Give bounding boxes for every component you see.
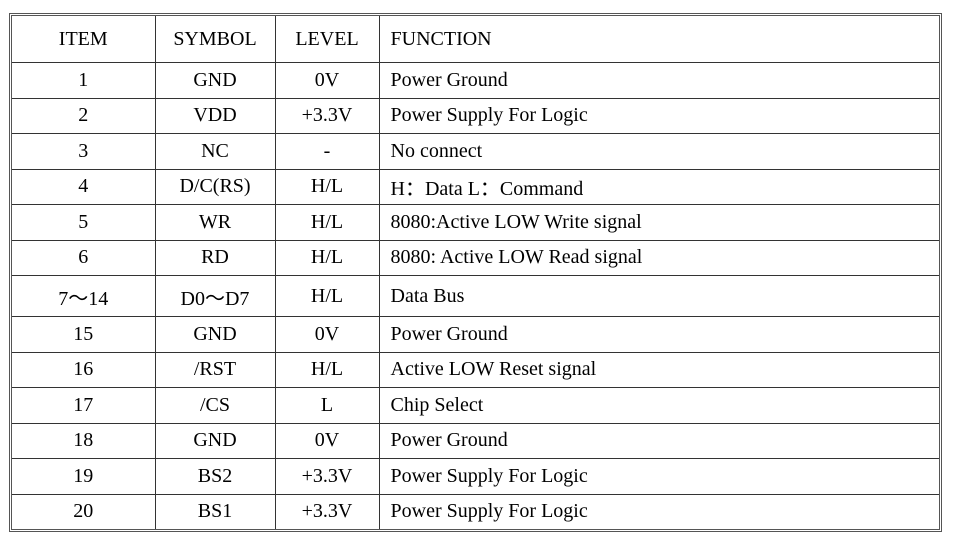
cell-function: Power Supply For Logic (378, 458, 939, 495)
cell-item: 17 (12, 387, 156, 424)
cell-item: 18 (12, 422, 156, 459)
cell-symbol: GND (154, 62, 276, 99)
cell-function: 8080: Active LOW Read signal (378, 239, 939, 276)
cell-symbol: /CS (154, 387, 276, 424)
cell-function: Active LOW Reset signal (378, 351, 939, 388)
cell-item: 4 (12, 168, 156, 205)
cell-symbol: BS1 (154, 493, 276, 529)
cell-function: Chip Select (378, 387, 939, 424)
cell-level: 0V (274, 62, 380, 99)
cell-item: 20 (12, 493, 156, 529)
header-item: ITEM (12, 16, 156, 63)
cell-item: 16 (12, 351, 156, 388)
cell-function: Power Supply For Logic (378, 97, 939, 134)
cell-item: 5 (12, 204, 156, 241)
cell-function: Power Ground (378, 316, 939, 353)
cell-function: Data Bus (378, 275, 939, 317)
header-row: ITEM SYMBOL LEVEL FUNCTION (12, 16, 939, 63)
cell-item: 3 (12, 133, 156, 170)
cell-level: H/L (274, 168, 380, 205)
cell-item: 6 (12, 239, 156, 276)
cell-function: Power Ground (378, 422, 939, 459)
header-symbol: SYMBOL (154, 16, 276, 63)
cell-symbol: WR (154, 204, 276, 241)
cell-symbol: GND (154, 316, 276, 353)
cell-function: Power Supply For Logic (378, 493, 939, 529)
cell-symbol: BS2 (154, 458, 276, 495)
cell-level: H/L (274, 275, 380, 317)
cell-item: 7～14 (12, 275, 156, 317)
cell-level: 0V (274, 316, 380, 353)
cell-function: No connect (378, 133, 939, 170)
cell-symbol: D/C(RS) (154, 168, 276, 205)
cell-level: H/L (274, 204, 380, 241)
cell-symbol: /RST (154, 351, 276, 388)
cell-level: +3.3V (274, 458, 380, 495)
cell-level: H/L (274, 239, 380, 276)
cell-item: 1 (12, 62, 156, 99)
cell-symbol: RD (154, 239, 276, 276)
cell-item: 15 (12, 316, 156, 353)
cell-level: - (274, 133, 380, 170)
cell-level: H/L (274, 351, 380, 388)
cell-symbol: GND (154, 422, 276, 459)
cell-level: +3.3V (274, 493, 380, 529)
cell-symbol: VDD (154, 97, 276, 134)
cell-symbol: NC (154, 133, 276, 170)
cell-item: 2 (12, 97, 156, 134)
cell-level: L (274, 387, 380, 424)
header-function: FUNCTION (378, 16, 939, 63)
cell-function: Power Ground (378, 62, 939, 99)
cell-level: 0V (274, 422, 380, 459)
cell-function: 8080:Active LOW Write signal (378, 204, 939, 241)
cell-level: +3.3V (274, 97, 380, 134)
cell-item: 19 (12, 458, 156, 495)
cell-function: H：Data L：Command (378, 168, 939, 205)
cell-symbol: D0～D7 (154, 275, 276, 317)
header-level: LEVEL (274, 16, 380, 63)
